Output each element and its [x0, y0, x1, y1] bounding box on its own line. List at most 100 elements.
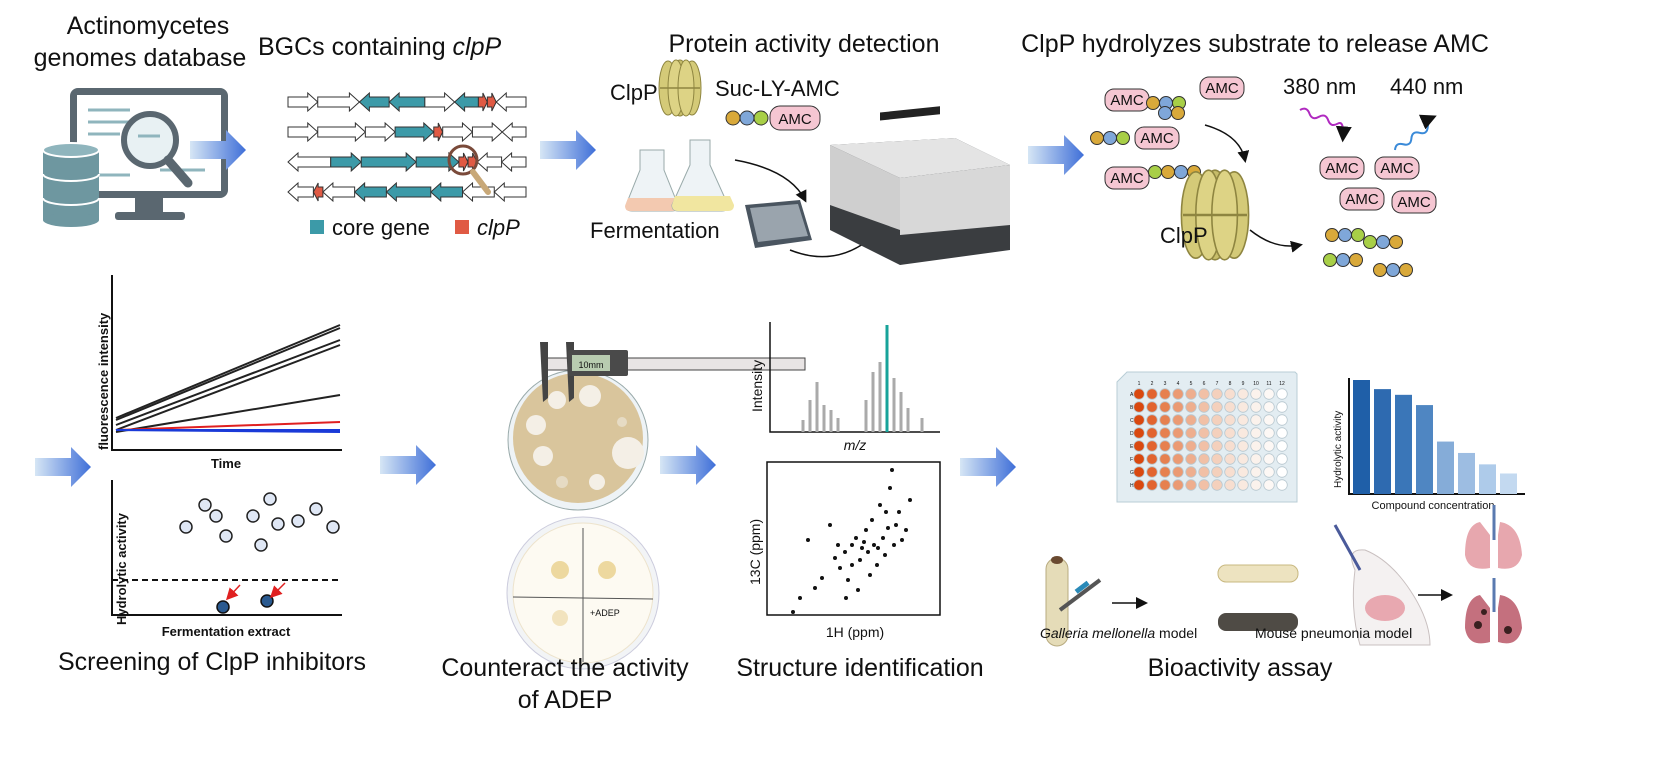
nmr-crosspeak: [862, 540, 866, 544]
amc-tag: [1199, 76, 1245, 100]
plate-column-label: 11: [1266, 381, 1271, 387]
flow-arrow-6: [660, 445, 716, 485]
gene-arrow: [493, 181, 527, 203]
plate-column-label: 7: [1216, 381, 1219, 387]
free-amc: [1319, 156, 1365, 180]
time-xlabel: Time: [211, 456, 241, 471]
bioactivity-title: Bioactivity assay: [1148, 654, 1333, 682]
kinetic-trace: [115, 421, 341, 431]
gene-cluster-map: [287, 91, 527, 203]
extract-point: [271, 517, 285, 531]
plate-well: [1133, 453, 1145, 465]
plate-well: [1263, 388, 1275, 400]
bar-xlabel: Compound concentration: [1372, 500, 1495, 512]
amc-tag-text: AMC: [1380, 160, 1414, 177]
amino-acid-bead: [1336, 253, 1350, 267]
amino-acid-bead: [1116, 131, 1130, 145]
amino-acid-bead: [1158, 106, 1172, 120]
fluorescence-ylabel: fluorescence intensity: [96, 312, 111, 450]
nmr-crosspeak: [878, 503, 882, 507]
nmr-crosspeak: [843, 550, 847, 554]
step-structure-identification: Intensity m/z 13C (ppm) 1H (ppm) Structu…: [736, 322, 984, 682]
plate-well: [1185, 453, 1197, 465]
step-counteract-adep: 10mm +ADEP Counteract the activity of AD…: [441, 342, 806, 714]
amino-acid-bead: [1161, 165, 1175, 179]
plate-well: [1133, 466, 1145, 478]
kinetic-trace: [115, 429, 341, 433]
gene-arrow: [500, 151, 527, 173]
plate-well: [1133, 440, 1145, 452]
legend-core-gene: core gene: [332, 215, 430, 240]
plate-well: [1224, 414, 1236, 426]
plate-well: [1133, 401, 1145, 413]
plate-well: [1185, 427, 1197, 439]
activity-bar: [1374, 389, 1391, 494]
gene-arrow: [394, 121, 435, 143]
gene-arrow: [385, 181, 432, 203]
amino-acid-bead: [1373, 263, 1387, 277]
nmr-crosspeak: [884, 510, 888, 514]
step-screening: fluorescence intensity Time Hydrolytic a…: [58, 275, 366, 676]
plate-well: [1211, 427, 1223, 439]
plate-well: [1237, 453, 1249, 465]
plate-well: [1146, 440, 1158, 452]
plate-well: [1224, 466, 1236, 478]
activity-bar-chart: Hydrolytic activity Compound concentrati…: [1333, 378, 1525, 512]
plate-well: [1263, 479, 1275, 491]
amc-tag-text: AMC: [1397, 194, 1431, 211]
plate-row-label: F: [1130, 457, 1133, 463]
amino-acid-bead: [1349, 253, 1363, 267]
step-hydrolysis: ClpP hydrolyzes substrate to release AMC…: [1021, 30, 1489, 277]
extract-point: [219, 529, 233, 543]
database-title-line1: Actinomycetes: [67, 12, 230, 40]
kinetic-trace: [115, 394, 341, 433]
nmr-crosspeak: [876, 546, 880, 550]
excitation-wavelength: 380 nm: [1283, 74, 1356, 99]
inhibition-zone-dish: [507, 369, 649, 511]
core-gene-swatch: [310, 220, 324, 234]
nmr-crosspeak: [854, 536, 858, 540]
plate-well: [1276, 388, 1288, 400]
gene-arrow: [388, 91, 426, 113]
plate-well: [1172, 440, 1184, 452]
gene-arrow: [358, 91, 390, 113]
infected-lungs-icon: [1465, 578, 1522, 644]
counteract-title-line1: Counteract the activity: [441, 654, 689, 682]
nmr-crosspeak: [838, 566, 842, 570]
activity-bar: [1437, 441, 1454, 494]
nmr-crosspeak: [875, 563, 879, 567]
plate-well: [1185, 401, 1197, 413]
amc-tag: [1104, 166, 1150, 190]
plate-row-label: H: [1130, 483, 1134, 489]
plate-well: [1224, 427, 1236, 439]
plate-well: [1276, 479, 1288, 491]
gene-arrow: [364, 121, 396, 143]
plate-row-label: B: [1130, 405, 1134, 411]
step-bgc-mining: BGCs containing clpP core gene clpP: [258, 33, 527, 240]
plate-well: [1224, 453, 1236, 465]
bgc-title: BGCs containing clpP: [258, 33, 502, 61]
gene-arrow: [312, 182, 324, 202]
plate-well: [1185, 466, 1197, 478]
caliper-readout: 10mm: [578, 360, 603, 370]
structure-title: Structure identification: [736, 654, 983, 682]
amino-acid-bead: [1399, 263, 1413, 277]
plate-well: [1172, 427, 1184, 439]
amino-acid-bead: [1363, 235, 1377, 249]
plate-well: [1276, 401, 1288, 413]
plate-well: [1172, 479, 1184, 491]
hydrolytic-ylabel: Hydrolytic activity: [114, 512, 129, 625]
gene-arrow: [317, 91, 361, 113]
caliper-icon: 10mm: [540, 342, 806, 402]
nmr-crosspeak: [897, 510, 901, 514]
cleaved-peptides: [1323, 228, 1413, 277]
amino-acid-bead: [1351, 228, 1365, 242]
clpp-label: ClpP: [610, 80, 658, 105]
activity-bar: [1353, 380, 1370, 494]
gene-arrow: [360, 151, 417, 173]
nmr-crosspeak: [890, 468, 894, 472]
plate-well: [1263, 427, 1275, 439]
fermentation-flasks-icon: [625, 139, 734, 212]
gene-arrow: [287, 181, 314, 203]
